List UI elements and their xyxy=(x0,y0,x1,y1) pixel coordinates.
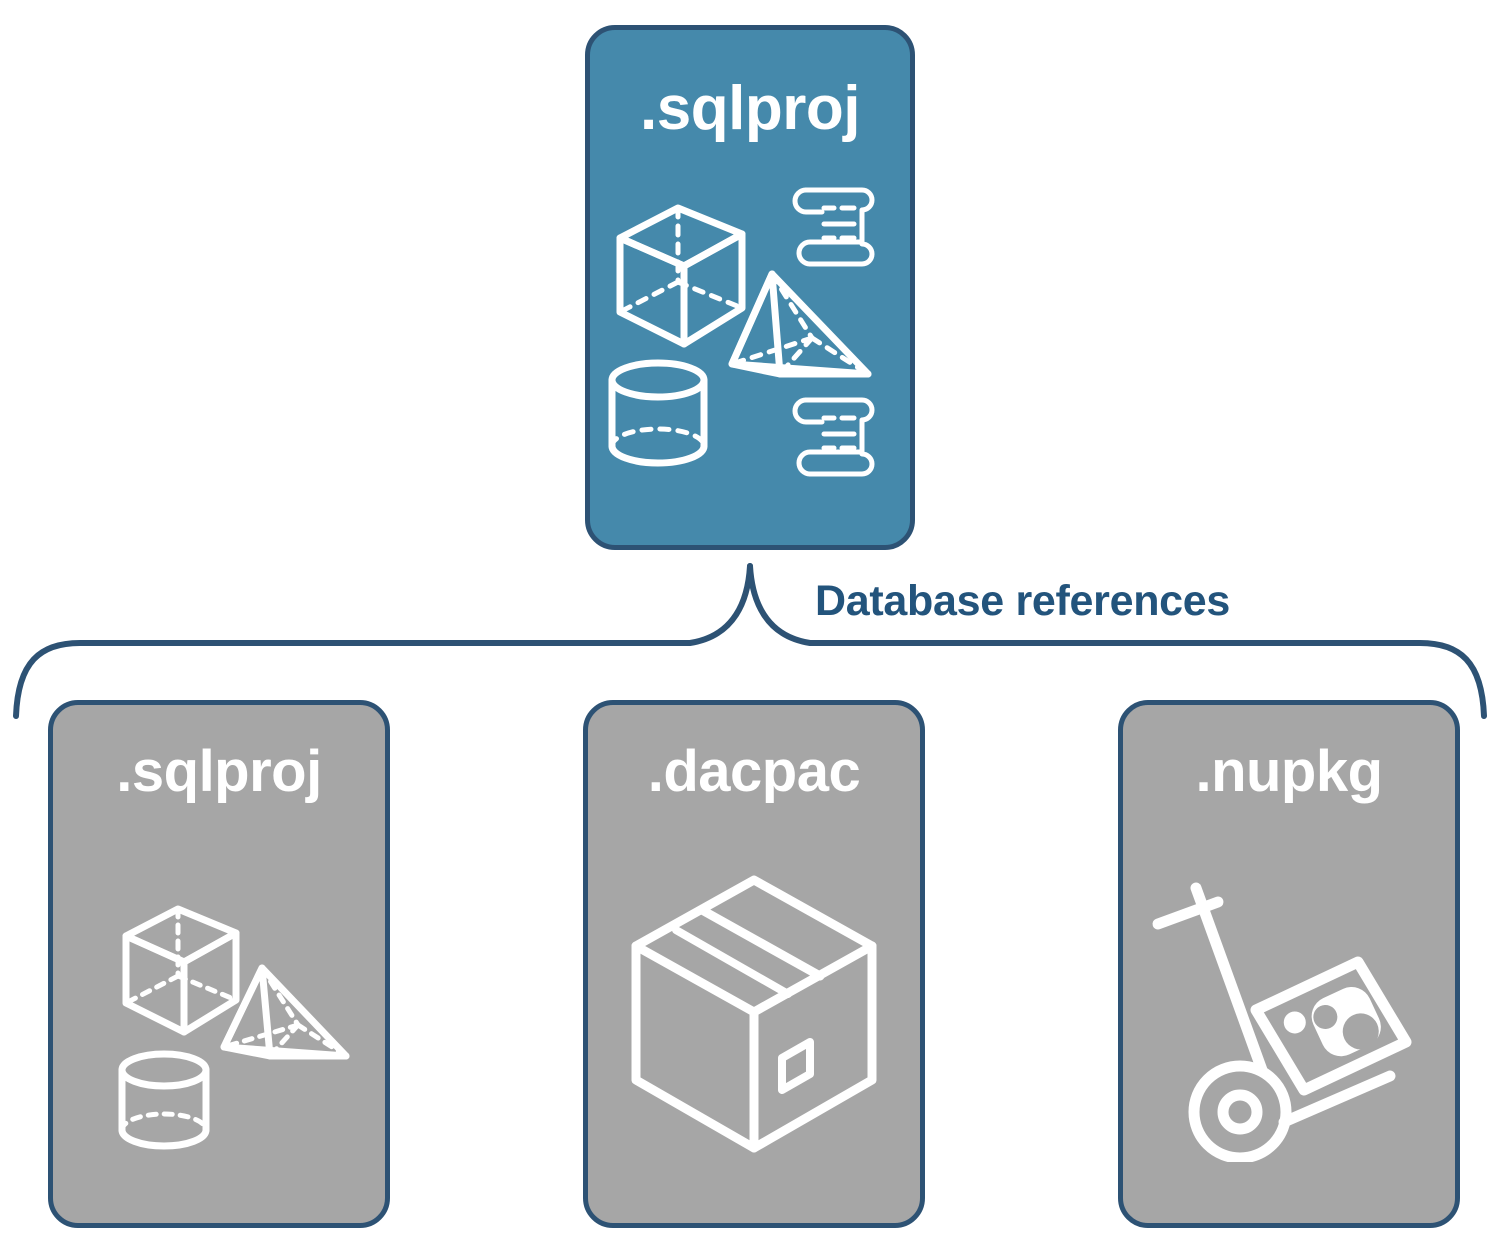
wireframe-cube-icon xyxy=(616,204,746,347)
wireframe-cylinder-icon xyxy=(118,1050,210,1150)
child-card-label-nupkg: .nupkg xyxy=(1195,739,1383,804)
brace-left-arm xyxy=(13,563,753,719)
parent-icon-group xyxy=(608,187,875,476)
child-card-sqlproj[interactable]: .sqlproj xyxy=(48,700,390,1228)
wireframe-cube-icon xyxy=(122,905,240,1036)
child-card-dacpac[interactable]: .dacpac xyxy=(583,700,925,1228)
child-card-artwork-dacpac xyxy=(588,801,920,1223)
scroll-icon xyxy=(792,187,875,266)
child-card-label-dacpac: .dacpac xyxy=(647,739,861,804)
shipping-box-icon xyxy=(631,875,877,1153)
child-card-nupkg[interactable]: .nupkg xyxy=(1118,700,1460,1228)
child-card-label-sqlproj: .sqlproj xyxy=(116,739,322,804)
child-card-artwork-sqlproj xyxy=(53,801,385,1223)
wireframe-cylinder-icon xyxy=(608,359,708,466)
parent-card-sqlproj[interactable]: .sqlproj xyxy=(585,25,915,550)
connector-label: Database references xyxy=(815,577,1230,625)
parent-card-label: .sqlproj xyxy=(640,74,860,143)
wireframe-pyramid-icon xyxy=(220,964,350,1060)
scroll-icon xyxy=(792,397,875,476)
nupkg-icon-group xyxy=(1152,882,1412,1162)
hand-truck-package-icon xyxy=(1152,882,1412,1162)
sqlproj-icon-group xyxy=(118,905,350,1150)
dacpac-icon-group xyxy=(631,875,877,1153)
wireframe-pyramid-icon xyxy=(728,270,872,377)
parent-card-artwork xyxy=(590,140,910,545)
child-card-artwork-nupkg xyxy=(1123,801,1455,1223)
